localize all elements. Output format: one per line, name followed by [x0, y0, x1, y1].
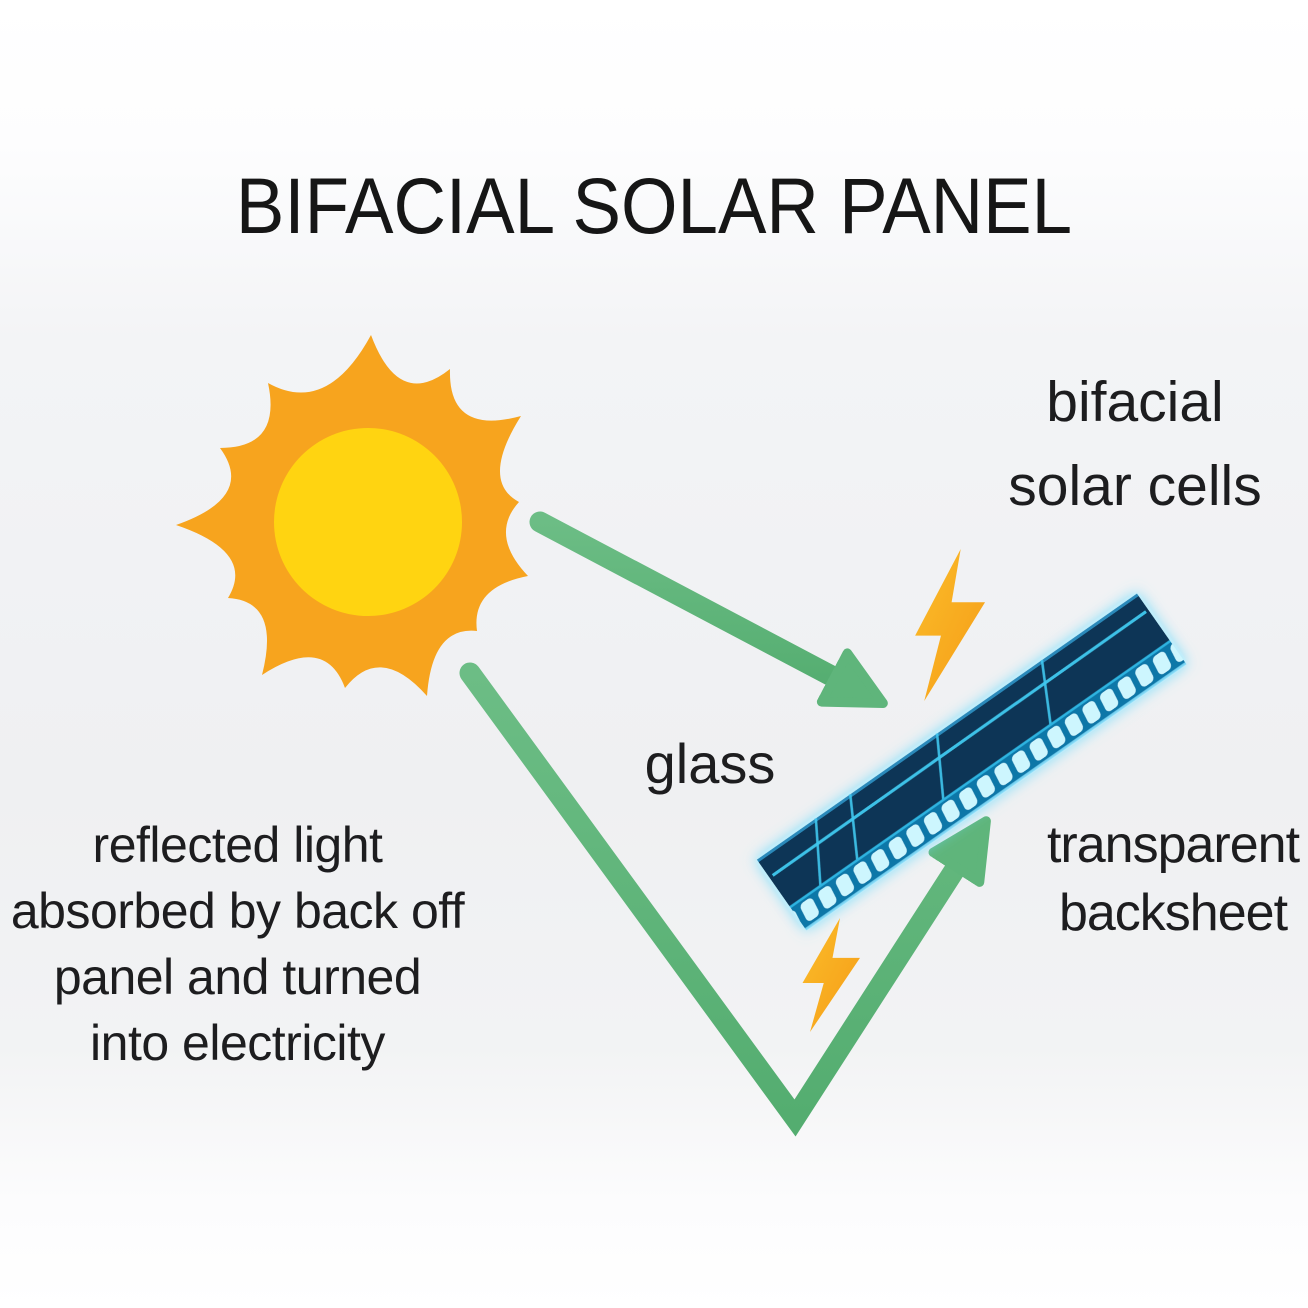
- label-line: panel and turned: [53, 949, 422, 1005]
- sun-icon: [176, 335, 528, 696]
- reflected-light-arrow: [459, 662, 991, 1137]
- label-line: solar cells: [1008, 454, 1262, 518]
- panel-bottom-edge: [804, 662, 1187, 931]
- panel-cell-dividers: [814, 659, 1052, 887]
- label-reflected-light-note: reflected light absorbed by back off pan…: [0, 812, 485, 1076]
- panel-backsheet-cells: [790, 641, 1186, 930]
- label-line: into electricity: [90, 1015, 385, 1071]
- label-line: glass: [644, 732, 776, 795]
- panel-top-edge: [756, 593, 1139, 863]
- label-line: bifacial: [1046, 370, 1224, 434]
- panel-glass-line: [771, 610, 1147, 877]
- label-line: transparent: [1046, 816, 1300, 874]
- label-transparent-backsheet: transparent backsheet: [1020, 811, 1308, 947]
- lightning-bolt-top-icon: [915, 549, 986, 701]
- label-line: absorbed by back off: [10, 883, 465, 939]
- direct-sunlight-arrow: [529, 511, 888, 708]
- bifacial-solar-panel: [756, 592, 1187, 931]
- page-title: BIFACIAL SOLAR PANEL: [235, 161, 1073, 250]
- label-line: backsheet: [1058, 884, 1288, 942]
- lightning-bolt-bottom-icon: [802, 918, 860, 1032]
- label-bifacial-solar-cells: bifacial solar cells: [935, 360, 1308, 528]
- panel-strip-divider: [789, 640, 1171, 909]
- sun-core: [274, 428, 462, 616]
- label-glass: glass: [595, 733, 825, 795]
- panel-glass-face: [756, 593, 1171, 908]
- label-line: reflected light: [92, 817, 383, 873]
